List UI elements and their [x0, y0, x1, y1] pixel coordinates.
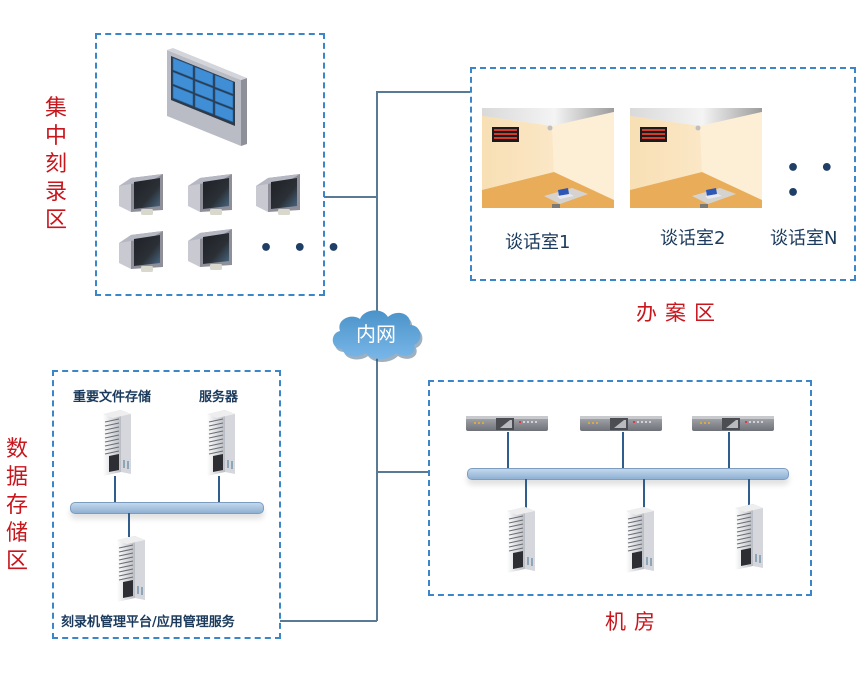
- link-storage-zone: [280, 620, 377, 622]
- zone-label-char: 区: [44, 208, 67, 233]
- storage-link: [128, 513, 130, 537]
- app-server-icon: [203, 410, 237, 476]
- file-storage-server-icon: [99, 410, 133, 476]
- machine-room-link: [748, 479, 750, 505]
- recording-zone: [95, 33, 325, 296]
- machine-room-zone: [428, 380, 812, 596]
- storage-network-bus: [70, 502, 264, 514]
- zone-label-char: 储: [5, 521, 28, 546]
- machine-room-link: [728, 432, 730, 468]
- nvr-device-icon: [466, 414, 548, 432]
- room-label: 谈话室N: [770, 228, 838, 249]
- zone-label-char: 区: [5, 549, 28, 574]
- zone-label-char: 存: [5, 493, 28, 518]
- video-wall-icon: [167, 48, 247, 146]
- monitor-icon: [186, 227, 236, 271]
- zone-label-char: 刻: [44, 152, 67, 177]
- machine-room-link: [643, 479, 645, 509]
- link-recording-zone: [324, 196, 377, 198]
- storage-link: [218, 476, 220, 502]
- zone-label-char: 据: [5, 465, 28, 490]
- backbone-line-lower: [376, 345, 378, 621]
- monitor-icon: [186, 172, 236, 216]
- machine-room-link: [622, 432, 624, 468]
- storage-zone-label: 数 据 存 储 区: [4, 436, 30, 576]
- room-label: 谈话室2: [660, 228, 726, 249]
- storage-zone: [52, 370, 281, 639]
- intranet-label: 内网: [356, 322, 396, 346]
- machine-room-network-bus: [467, 468, 789, 480]
- recorder-platform-server-icon: [113, 536, 147, 602]
- zone-label-char: 录: [44, 180, 67, 205]
- monitor-icon: [117, 229, 167, 273]
- rack-server-icon: [731, 504, 765, 570]
- nvr-device-icon: [580, 414, 662, 432]
- file-storage-label: 重要文件存储: [73, 390, 152, 405]
- rack-server-icon: [622, 507, 656, 573]
- storage-link: [114, 476, 116, 502]
- more-monitors-ellipsis: • • •: [259, 236, 347, 261]
- recording-zone-label: 集 中 刻 录 区: [43, 95, 69, 235]
- machine-room-label: 机房: [605, 610, 663, 634]
- zone-label-char: 集: [44, 96, 67, 121]
- case-area-label: 办案区: [636, 301, 723, 325]
- platform-label: 刻录机管理平台/应用管理服务: [61, 615, 235, 630]
- link-machine-room: [377, 471, 429, 473]
- monitor-icon: [254, 172, 304, 216]
- case-area-zone: [470, 67, 856, 281]
- link-case-area: [377, 91, 470, 93]
- zone-label-char: 数: [5, 437, 28, 462]
- intranet-cloud-icon: [332, 310, 423, 362]
- backbone-line-upper: [376, 91, 378, 316]
- nvr-device-icon: [692, 414, 774, 432]
- machine-room-link: [507, 432, 509, 468]
- interview-room-image: [482, 108, 614, 208]
- server-label: 服务器: [199, 390, 239, 405]
- monitor-icon: [117, 172, 167, 216]
- interview-room-image: [630, 108, 762, 208]
- room-label: 谈话室1: [505, 232, 571, 253]
- rack-server-icon: [503, 507, 537, 573]
- zone-label-char: 中: [44, 124, 67, 149]
- machine-room-link: [525, 479, 527, 509]
- more-rooms-ellipsis: • • •: [786, 156, 840, 206]
